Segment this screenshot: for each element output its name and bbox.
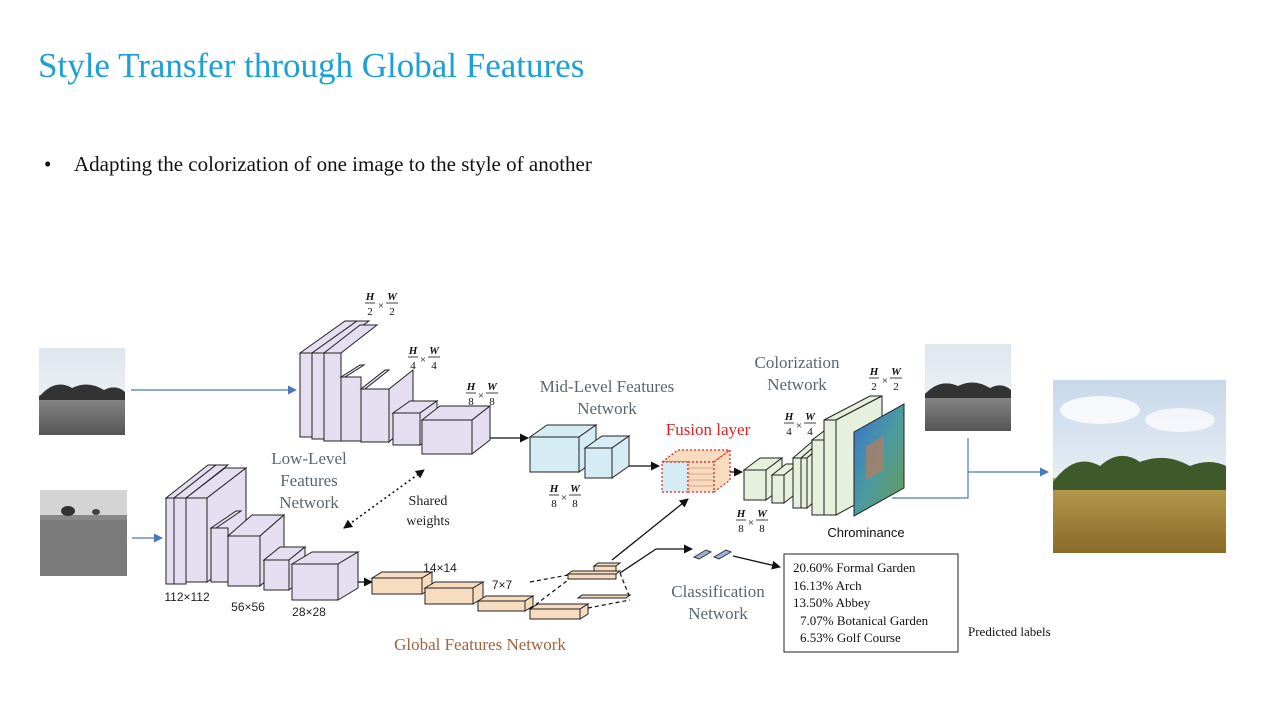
- prediction-item: 6.53% Golf Course: [800, 630, 901, 645]
- global-to-fusion-arrow: [611, 498, 689, 561]
- svg-text:H: H: [549, 483, 559, 495]
- gray-thumbnail-right: [925, 344, 1011, 431]
- chrominance-output: [853, 403, 905, 517]
- input-image-gray-top: [39, 348, 125, 435]
- svg-text:×: ×: [378, 300, 384, 312]
- size-label-28: 28×28: [292, 605, 326, 619]
- to-predictions-arrow: [732, 555, 781, 570]
- chrominance-label: Chrominance: [827, 525, 904, 540]
- size-label-112: 112×112: [164, 590, 210, 604]
- svg-text:×: ×: [882, 375, 888, 387]
- predicted-labels-caption: Predicted labels: [968, 624, 1051, 639]
- svg-text:8: 8: [738, 523, 744, 535]
- svg-text:×: ×: [478, 390, 484, 402]
- slide-title: Style Transfer through Global Features: [38, 46, 585, 85]
- classification-blocks: [692, 549, 733, 560]
- size-label-7: 7×7: [492, 578, 513, 592]
- dim-h8w8-top: H 8 × W 8: [466, 381, 498, 408]
- svg-text:×: ×: [561, 492, 567, 504]
- dim-h8w8-mid: H 8 × W 8: [549, 483, 581, 510]
- fusion-layer-block: [660, 448, 732, 494]
- svg-text:W: W: [570, 483, 581, 495]
- svg-text:8: 8: [572, 498, 578, 510]
- shared-weights-line2: weights: [406, 514, 450, 529]
- global-to-classification-line: [619, 548, 657, 574]
- svg-text:H: H: [365, 291, 375, 303]
- svg-text:W: W: [487, 381, 498, 393]
- fusion-layer-label: Fusion layer: [666, 420, 751, 439]
- svg-text:4: 4: [786, 426, 792, 438]
- bullet-text: Adapting the colorization of one image t…: [74, 152, 592, 176]
- classification-label-line1: Classification: [671, 582, 765, 601]
- svg-text:4: 4: [807, 426, 813, 438]
- prediction-item: 20.60% Formal Garden: [793, 560, 916, 575]
- global-features-label: Global Features Network: [394, 635, 566, 654]
- svg-text:2: 2: [893, 381, 899, 393]
- svg-text:W: W: [805, 411, 816, 423]
- output-color-image: [1053, 380, 1226, 553]
- size-label-14: 14×14: [423, 561, 457, 575]
- svg-text:W: W: [429, 345, 440, 357]
- classification-label-line2: Network: [688, 604, 748, 623]
- svg-text:H: H: [784, 411, 794, 423]
- dim-h8w8-color: H 8 × W 8: [736, 508, 768, 535]
- svg-text:W: W: [891, 366, 902, 378]
- svg-text:2: 2: [871, 381, 877, 393]
- dim-h2w2-color: H 2 × W 2: [869, 366, 902, 393]
- mid-level-label-line2: Network: [577, 399, 637, 418]
- svg-text:2: 2: [389, 306, 395, 318]
- low-level-blocks-top: [298, 320, 492, 456]
- mid-level-blocks: [528, 424, 631, 479]
- low-level-label-line3: Network: [279, 493, 339, 512]
- shared-weights-line1: Shared: [409, 494, 448, 509]
- svg-text:8: 8: [551, 498, 557, 510]
- colorization-label-line2: Network: [767, 375, 827, 394]
- bullet-item: • Adapting the colorization of one image …: [44, 152, 592, 177]
- svg-text:H: H: [736, 508, 746, 520]
- svg-text:W: W: [757, 508, 768, 520]
- input-image-gray-bottom: [40, 490, 127, 576]
- dim-h2w2-top: H 2 × W 2: [365, 291, 398, 318]
- global-dashed-connectors: [529, 572, 631, 610]
- svg-text:×: ×: [796, 420, 802, 432]
- colorization-output-connector: [892, 438, 969, 499]
- svg-text:4: 4: [431, 360, 437, 372]
- svg-text:8: 8: [489, 396, 495, 408]
- dim-h4w4-color: H 4 × W 4: [784, 411, 816, 438]
- svg-text:2: 2: [367, 306, 373, 318]
- predictions-box: [783, 553, 959, 653]
- mid-level-label-line1: Mid-Level Features: [540, 377, 675, 396]
- shared-weights-arrow: [343, 469, 425, 529]
- low-level-blocks-bottom: [164, 464, 360, 601]
- global-features-blocks: [370, 562, 632, 620]
- svg-text:W: W: [387, 291, 398, 303]
- prediction-item: 13.50% Abbey: [793, 595, 871, 610]
- low-level-label-line1: Low-Level: [271, 449, 347, 468]
- bullet-dot: •: [44, 152, 52, 176]
- svg-text:H: H: [408, 345, 418, 357]
- dim-h4w4-top: H 4 × W 4: [408, 345, 440, 372]
- svg-text:8: 8: [759, 523, 765, 535]
- svg-text:×: ×: [420, 354, 426, 366]
- prediction-item: 16.13% Arch: [793, 578, 862, 593]
- colorization-label-line1: Colorization: [755, 353, 840, 372]
- svg-text:4: 4: [410, 360, 416, 372]
- svg-text:8: 8: [468, 396, 474, 408]
- prediction-item: 7.07% Botanical Garden: [800, 613, 929, 628]
- svg-text:×: ×: [748, 517, 754, 529]
- svg-text:H: H: [869, 366, 879, 378]
- size-label-56: 56×56: [231, 600, 265, 614]
- low-level-label-line2: Features: [280, 471, 338, 490]
- svg-text:H: H: [466, 381, 476, 393]
